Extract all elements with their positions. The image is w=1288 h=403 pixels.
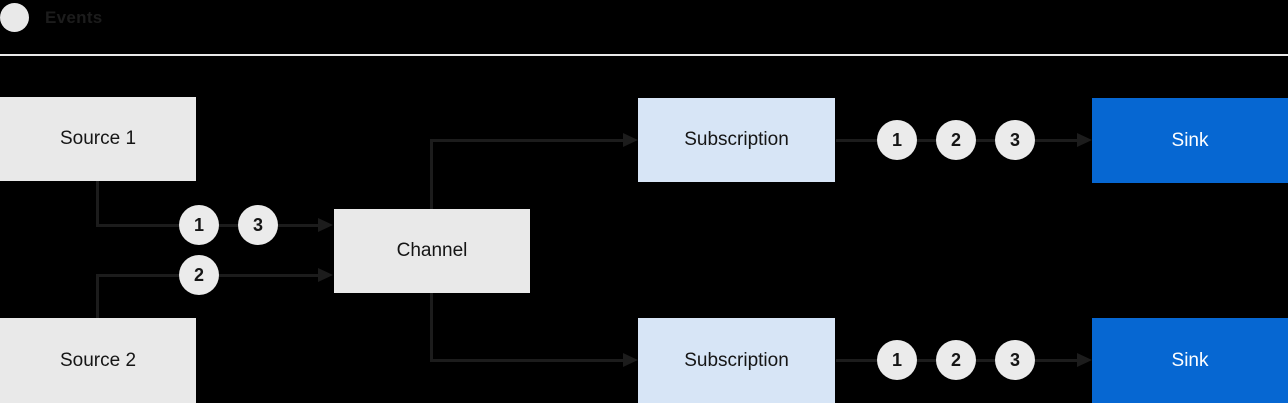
events-legend-label: Events (45, 8, 103, 27)
event-number: 1 (891, 129, 902, 150)
node-subscription-top-label: Subscription (684, 129, 789, 150)
arrowhead-source2-to-channel-icon (318, 268, 333, 282)
event-circle: 2 (936, 340, 976, 380)
event-number: 1 (193, 214, 204, 235)
arrowhead-channel-to-subscription-bottom-icon (623, 353, 638, 367)
connector-channel-top-vertical (430, 139, 433, 209)
node-subscription-top: Subscription (638, 98, 835, 182)
event-circle: 2 (936, 120, 976, 160)
arrowhead-source1-to-channel-icon (318, 218, 333, 232)
connector-channel-bottom-vertical (430, 293, 433, 362)
node-channel: Channel (334, 209, 530, 293)
event-circle: 1 (877, 340, 917, 380)
event-number: 2 (193, 264, 204, 285)
event-circle: 1 (179, 205, 219, 245)
arrowhead-subscription-bottom-to-sink-icon (1077, 353, 1092, 367)
event-number: 2 (950, 129, 961, 150)
node-channel-label: Channel (396, 240, 468, 261)
event-number: 3 (1009, 129, 1020, 150)
event-number: 3 (1009, 349, 1020, 370)
node-source-1: Source 1 (0, 97, 196, 181)
events-legend-circle-icon (0, 3, 29, 32)
node-sink-bottom-label: Sink (1171, 349, 1209, 371)
node-source-2-label: Source 2 (59, 349, 137, 371)
event-circle: 3 (238, 205, 278, 245)
node-subscription-bottom-label: Subscription (684, 349, 789, 371)
connector-channel-top-horizontal (430, 139, 623, 142)
node-sink-top: Sink (1092, 98, 1288, 183)
event-number: 3 (252, 214, 263, 235)
arrowhead-subscription-top-to-sink-icon (1077, 133, 1092, 147)
event-circle: 2 (179, 255, 219, 295)
event-number: 1 (891, 349, 902, 370)
event-circle: 1 (877, 120, 917, 160)
connector-source2-vertical (96, 274, 99, 318)
node-sink-bottom: Sink (1092, 318, 1288, 403)
event-number: 2 (950, 349, 961, 370)
node-sink-top-label: Sink (1171, 129, 1209, 151)
header-divider (0, 54, 1288, 56)
node-source-1-label: Source 1 (59, 128, 137, 149)
connector-channel-bottom-horizontal (430, 359, 623, 362)
node-source-2: Source 2 (0, 318, 196, 403)
event-circle: 3 (995, 340, 1035, 380)
arrowhead-channel-to-subscription-top-icon (623, 133, 638, 147)
event-circle: 3 (995, 120, 1035, 160)
connector-source1-vertical (96, 181, 99, 227)
node-subscription-bottom: Subscription (638, 318, 835, 403)
